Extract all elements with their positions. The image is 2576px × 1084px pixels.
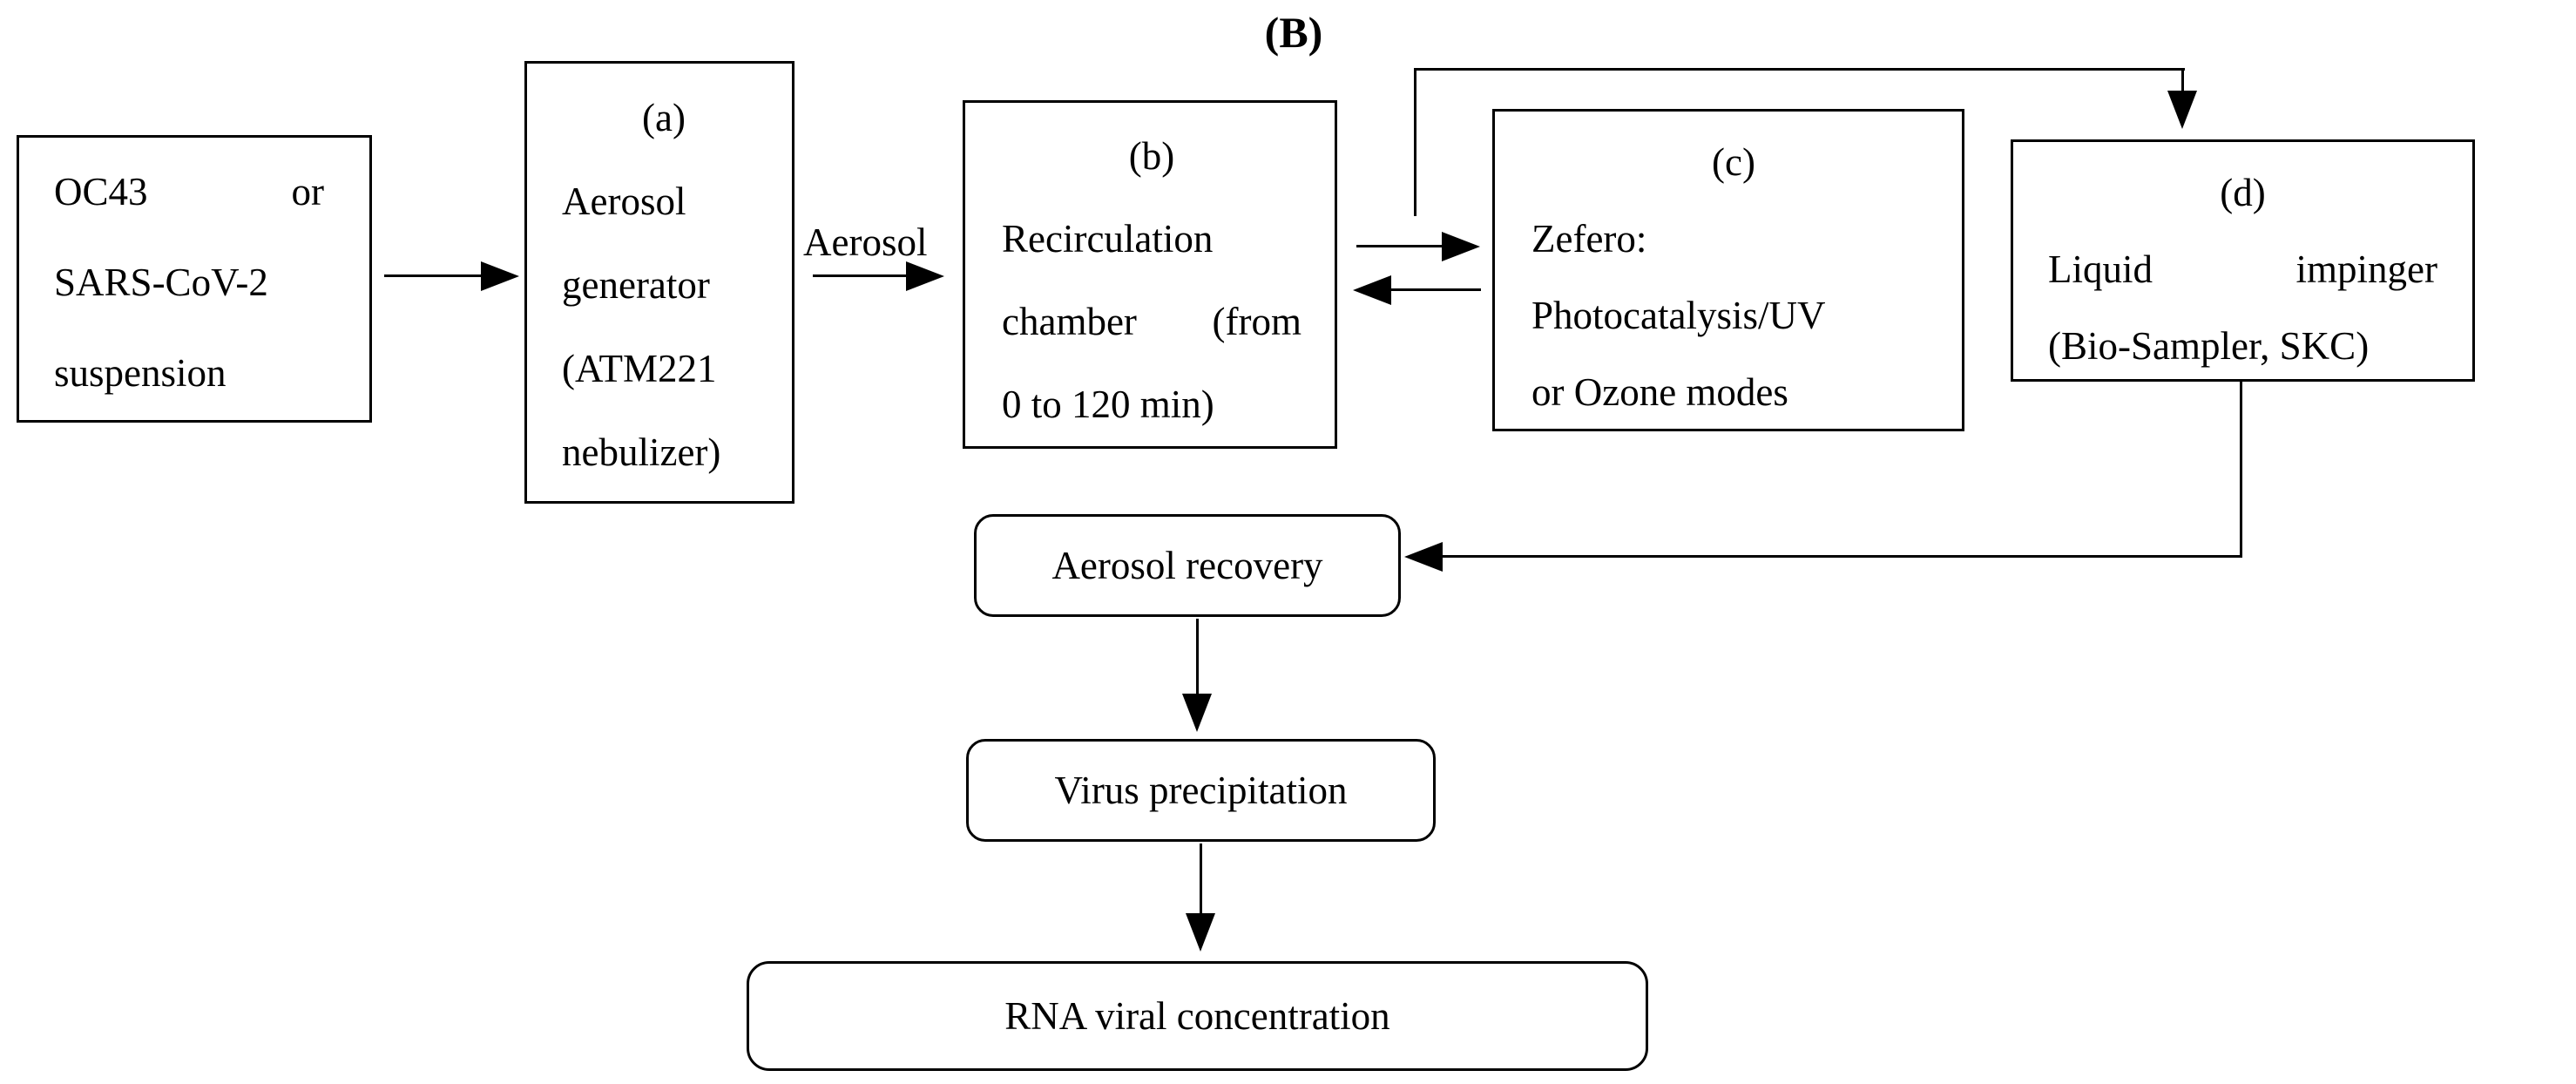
arrow-zefero-to-chamber-head [1353, 275, 1391, 305]
generator-line-1: Aerosol [562, 180, 686, 223]
zefero-tag: (c) [1712, 140, 1755, 184]
suspension-line-3: suspension [54, 351, 226, 395]
arrow-chamber-to-zefero-line [1356, 245, 1444, 247]
bypass-connector-down-stub [2181, 68, 2184, 94]
bypass-connector-down-head [2167, 91, 2197, 129]
chamber-line-2: chamber (from [1002, 281, 1302, 363]
chamber-line-3: 0 to 120 min) [1002, 383, 1214, 426]
suspension-line-1: OC43 or [54, 146, 324, 237]
chamber-line-2-right: (from [1212, 300, 1302, 343]
arrow-precipitation-to-rna-head [1186, 913, 1215, 952]
chamber-line-2-left: chamber [1002, 300, 1137, 343]
impinger-line-1: Liquid impinger [2048, 231, 2437, 308]
suspension-line-1-right: or [291, 170, 325, 213]
impinger-to-recovery-head [1404, 542, 1443, 572]
chamber-tag: (b) [1128, 134, 1175, 178]
impinger-tag: (d) [2220, 171, 2266, 214]
arrow-suspension-to-generator-line [384, 274, 483, 277]
impinger-line-1-right: impinger [2295, 247, 2437, 291]
arrow-recovery-to-precipitation-line [1196, 619, 1199, 695]
bypass-connector-up-line [1414, 68, 1416, 216]
arrow-generator-to-chamber-head [906, 261, 944, 291]
suspension-line-1-left: OC43 [54, 170, 148, 213]
panel-label: (B) [1264, 8, 1323, 57]
arrow-precipitation-to-rna-line [1200, 843, 1202, 915]
generator-tag: (a) [642, 96, 686, 139]
zefero-line-3: or Ozone modes [1531, 370, 1788, 414]
bypass-connector-top-line [1414, 68, 2185, 71]
impinger-to-recovery-horizontal-line [1443, 555, 2242, 558]
aerosol-recovery-label: Aerosol recovery [1051, 544, 1323, 587]
arrow-suspension-to-generator-head [481, 261, 519, 291]
zefero-line-2: Photocatalysis/UV [1531, 294, 1826, 337]
impinger-line-1-left: Liquid [2048, 247, 2153, 291]
aerosol-edge-label: Aerosol [803, 220, 928, 264]
box-zefero: (c) Zefero: Photocatalysis/UV or Ozone m… [1492, 109, 1964, 431]
rna-viral-concentration-label: RNA viral concentration [1004, 994, 1390, 1038]
arrow-chamber-to-zefero-head [1442, 232, 1480, 261]
arrow-generator-to-chamber-line [813, 274, 909, 277]
virus-precipitation-label: Virus precipitation [1054, 769, 1348, 812]
zefero-line-1: Zefero: [1531, 217, 1647, 261]
chamber-line-1: Recirculation [1002, 217, 1214, 261]
generator-line-3: (ATM221 [562, 347, 717, 390]
generator-line-2: generator [562, 263, 710, 307]
arrow-zefero-to-chamber-line [1389, 288, 1481, 291]
box-aerosol-recovery: Aerosol recovery [974, 514, 1401, 617]
box-aerosol-generator: (a) Aerosol generator (ATM221 nebulizer) [524, 61, 794, 504]
box-virus-suspension: OC43 or SARS-CoV-2 suspension [17, 135, 372, 423]
impinger-to-recovery-down-line [2240, 382, 2242, 558]
suspension-line-2: SARS-CoV-2 [54, 261, 268, 304]
impinger-line-2: (Bio-Sampler, SKC) [2048, 324, 2370, 368]
arrow-recovery-to-precipitation-head [1182, 694, 1212, 732]
box-rna-viral-concentration: RNA viral concentration [747, 961, 1648, 1071]
box-virus-precipitation: Virus precipitation [966, 739, 1436, 842]
generator-line-4: nebulizer) [562, 430, 721, 474]
box-recirculation-chamber: (b) Recirculation chamber (from 0 to 120… [963, 100, 1337, 449]
box-liquid-impinger: (d) Liquid impinger (Bio-Sampler, SKC) [2011, 139, 2475, 382]
